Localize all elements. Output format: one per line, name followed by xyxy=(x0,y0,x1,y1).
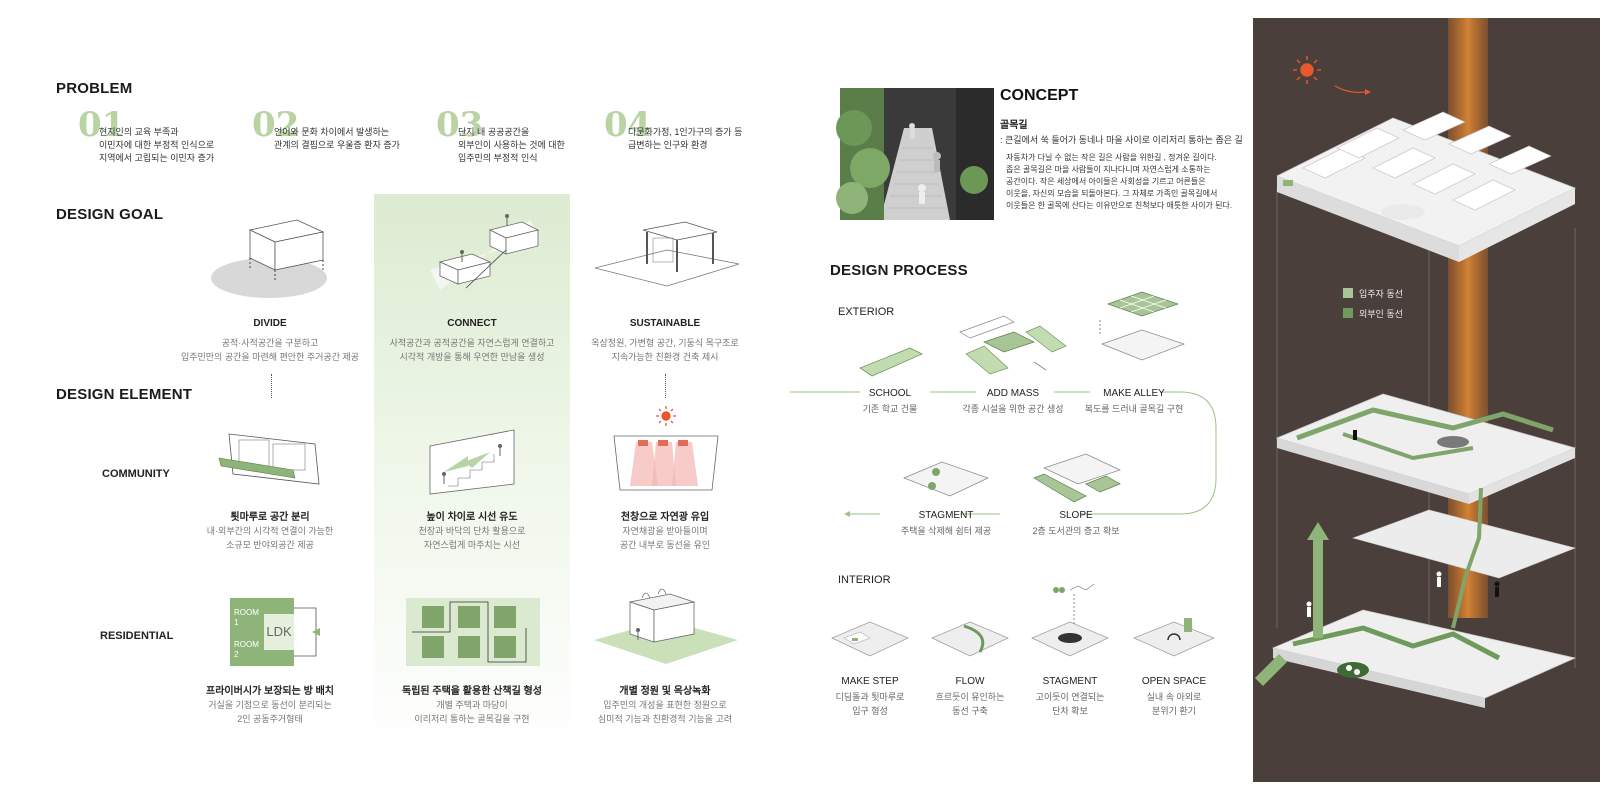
residential-desc-2: 개별 주택과 마당이 이리저리 통하는 골목길을 구현 xyxy=(414,700,530,724)
private-garden-illustration xyxy=(594,588,738,664)
interior-step-make-step-desc: 디딤돌과 툇마루로 입구 형성 xyxy=(835,692,905,716)
legend-visitor-label: 외부인 동선 xyxy=(1359,309,1403,319)
level-difference-illustration xyxy=(429,429,515,495)
goal-desc-connect: 사적공간과 공적공간을 자연스럽게 연결하고 시각적 개방을 통해 우연한 만남… xyxy=(389,338,555,362)
residential-label-1: 프라이버시가 보장되는 방 배치 xyxy=(206,686,334,697)
problem-text-3: 단지 내 공공공간을 외부인이 사용하는 것에 대한 입주민의 부정적 인식 xyxy=(458,127,565,163)
sustainable-connector xyxy=(665,374,666,398)
room-2-label: ROOM 2 xyxy=(234,640,259,659)
concept-body: 자동차가 다닐 수 없는 작은 길은 사람을 위한길 , 정겨운 길이다. 좁은… xyxy=(1006,153,1233,210)
community-label-2: 높이 차이로 시선 유도 xyxy=(426,512,518,523)
connect-illustration xyxy=(430,214,540,290)
make-alley-illustration xyxy=(1099,291,1186,361)
design-element-heading: DESIGN ELEMENT xyxy=(56,386,193,403)
goal-label-divide: DIVIDE xyxy=(253,318,287,329)
exterior-step-stagment: STAGMENT xyxy=(918,510,974,521)
walking-path-illustration xyxy=(406,598,540,666)
interior-step-make-step: MAKE STEP xyxy=(841,676,899,687)
community-label-3: 천창으로 자연광 유입 xyxy=(620,512,710,523)
exterior-step-slope-desc: 2층 도서관의 층고 확보 xyxy=(1032,526,1120,536)
exterior-step-slope: SLOPE xyxy=(1059,510,1093,521)
design-goal-heading: DESIGN GOAL xyxy=(56,206,164,223)
add-mass-illustration xyxy=(959,315,1067,375)
slope-illustration xyxy=(1033,453,1121,503)
stagment-interior-illustration xyxy=(1031,583,1109,657)
interior-step-open-space: OPEN SPACE xyxy=(1141,676,1207,687)
community-label-1: 툇마루로 공간 분리 xyxy=(230,512,310,523)
problem-number-3: 03 xyxy=(436,105,484,145)
room-plan-flow-arrows xyxy=(294,607,320,657)
legend-resident-label: 입주자 동선 xyxy=(1359,289,1403,299)
engawa-illustration xyxy=(218,433,320,485)
concept-definition: : 큰길에서 쑥 들어가 동네나 마을 사이로 이리저리 통하는 좁은 길 xyxy=(1000,135,1243,145)
exterior-step-make-alley-desc: 복도를 드러내 골목길 구현 xyxy=(1084,404,1184,414)
problem-heading: PROBLEM xyxy=(56,80,133,97)
open-space-illustration xyxy=(1133,618,1215,657)
exploded-axonometric-diagram xyxy=(1255,18,1577,708)
process-flow-line xyxy=(790,391,1217,517)
flow-illustration xyxy=(931,621,1009,657)
school-illustration xyxy=(859,347,923,377)
legend-resident-swatch xyxy=(1343,288,1353,298)
problem-text-2: 언어와 문화 차이에서 발생하는 관계의 결핍으로 우울증 환자 증가 xyxy=(274,127,400,150)
exterior-step-make-alley: MAKE ALLEY xyxy=(1103,388,1165,399)
legend-visitor-swatch xyxy=(1343,308,1353,318)
exterior-step-add-mass-desc: 각종 시설을 위한 공간 생성 xyxy=(962,404,1064,414)
goal-desc-sustainable: 옥상정원, 가변형 공간, 기둥식 목구조로 지속가능한 친환경 건축 제시 xyxy=(591,338,739,362)
interior-step-stagment: STAGMENT xyxy=(1042,676,1098,687)
exterior-step-school: SCHOOL xyxy=(868,388,912,399)
community-desc-1: 내·외부간의 시각적 연결이 가능한 소규모 반야외공간 제공 xyxy=(206,526,334,550)
residential-desc-3: 입주민의 개성을 표현한 정원으로 심미적 기능과 친환경적 기능을 고려 xyxy=(597,700,733,724)
interior-step-flow-desc: 흐르듯이 유인하는 동선 구축 xyxy=(935,692,1005,716)
problem-text-1: 현지인의 교육 부족과 이민자에 대한 부정적 인식으로 지역에서 고립되는 이… xyxy=(99,127,215,163)
make-step-illustration xyxy=(831,621,909,657)
community-desc-2: 천장과 바닥의 단차 활용으로 자연스럽게 마주치는 시선 xyxy=(418,526,526,550)
problem-number-4: 04 xyxy=(604,105,652,145)
divide-connector xyxy=(271,374,272,398)
skylight-illustration xyxy=(613,406,719,491)
sustainable-illustration xyxy=(594,221,740,287)
exterior-step-add-mass: ADD MASS xyxy=(986,388,1040,399)
problem-number-1: 01 xyxy=(78,105,126,145)
problem-text-4: 다문화가정, 1인가구의 증가 등 급변하는 인구와 환경 xyxy=(628,127,743,150)
community-desc-3: 자연채광을 받아들이며 공간 내부로 동선을 유인 xyxy=(619,526,711,550)
interior-step-stagment-desc: 고이듯이 연결되는 단차 확보 xyxy=(1035,692,1105,716)
goal-label-sustainable: SUSTAINABLE xyxy=(629,318,701,329)
stagment-illustration xyxy=(903,461,989,497)
exterior-label: EXTERIOR xyxy=(838,306,895,318)
interior-label: INTERIOR xyxy=(838,574,891,586)
room-1-label: ROOM 1 xyxy=(234,608,259,627)
concept-heading: CONCEPT xyxy=(1000,87,1079,104)
divide-illustration xyxy=(211,219,327,298)
exterior-step-school-desc: 기존 학교 건물 xyxy=(862,404,918,414)
problem-number-2: 02 xyxy=(252,105,300,145)
interior-step-open-space-desc: 실내 속 아외로 분위기 환기 xyxy=(1146,692,1202,716)
interior-step-flow: FLOW xyxy=(955,676,985,687)
alley-photo xyxy=(836,88,994,220)
goal-label-connect: CONNECT xyxy=(447,318,497,329)
residential-label-3: 개별 정원 및 옥상녹화 xyxy=(619,686,711,697)
design-process-heading: DESIGN PROCESS xyxy=(830,262,968,279)
concept-keyword: 골목길 xyxy=(1000,120,1028,131)
residential-desc-1: 거실을 기점으로 동선이 분리되는 2인 공동주거형태 xyxy=(208,700,332,724)
goal-desc-divide: 공적·사적공간을 구분하고 입주민만의 공간을 마련해 편안한 주거공간 제공 xyxy=(180,338,360,362)
ldk-label: LDK xyxy=(264,614,294,650)
exterior-step-stagment-desc: 주택을 삭제해 쉼터 제공 xyxy=(900,526,992,536)
row-label-community: COMMUNITY xyxy=(102,468,170,480)
row-label-residential: RESIDENTIAL xyxy=(100,630,174,642)
residential-label-2: 독립된 주택을 활용한 산책길 형성 xyxy=(402,686,542,697)
